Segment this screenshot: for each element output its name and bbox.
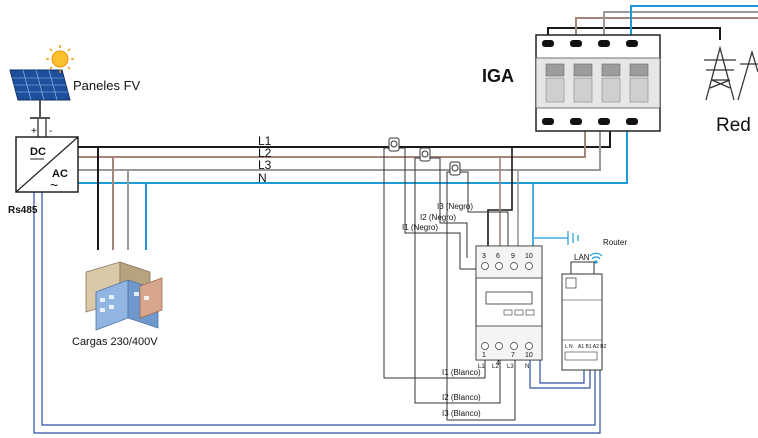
- line-l1: [78, 128, 611, 148]
- ct-wires-negro: [399, 147, 509, 270]
- ct-wire-i3-negro: [460, 171, 509, 258]
- meter-bottom-terminal-1: 1: [482, 352, 486, 359]
- rs485-label: Rs485: [8, 205, 38, 216]
- red-label: Red: [716, 115, 751, 136]
- ct-label-i2-blanco: I2 (Blanco): [442, 393, 481, 402]
- meter-phase-l2: L2: [492, 364, 499, 370]
- line-n: [78, 128, 628, 184]
- ct-wire-i3-blanco: [446, 171, 516, 421]
- line-l3: [78, 128, 601, 171]
- pv-plus-label: +: [31, 126, 37, 137]
- meter-top-terminal-4: 10: [525, 253, 533, 260]
- ct-clamp-l3: [449, 161, 461, 176]
- rs485-wire-2: [41, 192, 596, 426]
- rs485-bus: [33, 192, 601, 434]
- ct-label-i3-negro: I3 (Negro): [437, 202, 473, 211]
- ground-symbol: [534, 231, 579, 245]
- pv-label: Paneles FV: [73, 78, 141, 93]
- main-power-lines: [78, 128, 628, 184]
- line-label-l3: L3: [258, 158, 272, 172]
- line-label-n: N: [258, 171, 267, 185]
- router-label: Router: [603, 238, 627, 247]
- grid-line-2: [575, 17, 758, 37]
- meter-bottom-terminal-2: 4: [496, 360, 500, 367]
- ct-clamps: [388, 137, 461, 176]
- meter-phase-n: N: [525, 364, 529, 370]
- grid-line-1: [547, 27, 721, 40]
- ct-wire-i2-blanco: [414, 157, 501, 404]
- line-label-l2: L2: [258, 146, 272, 160]
- ct-wires-blanco: [383, 147, 516, 421]
- ct-wire-i1-blanco: [383, 147, 486, 379]
- gateway-device: L N A1 B1 A2 B2: [561, 273, 607, 371]
- meter-phase-l1: L1: [478, 364, 485, 370]
- loads-label: Cargas 230/400V: [72, 336, 158, 348]
- iga-breaker: [535, 34, 661, 132]
- ct-label-i3-blanco: I3 (Blanco): [442, 409, 481, 418]
- meter-bottom-terminal-3: 7: [511, 352, 515, 359]
- sun-icon: [46, 45, 74, 73]
- meter-top-terminal-3: 9: [511, 253, 515, 260]
- load-drops: [97, 147, 147, 250]
- buildings-icon: [85, 261, 163, 331]
- grid-line-3: [603, 11, 758, 37]
- gateway-ln-label: L N: [565, 344, 573, 350]
- grid-line-n: [630, 5, 758, 37]
- line-label-l1: L1: [258, 134, 272, 148]
- meter-top-terminal-2: 6: [496, 253, 500, 260]
- ct-label-i2-negro: I2 (Negro): [420, 213, 456, 222]
- solar-panel: [9, 69, 71, 119]
- ct-clamp-l2: [419, 147, 431, 162]
- pv-minus-label: -: [49, 126, 52, 137]
- meter-phase-l3: L3: [507, 364, 514, 370]
- gateway-ab-label: A1 B1 A2 B2: [578, 344, 607, 350]
- energy-meter: 3 6 9 10 1 4 7 10: [475, 245, 543, 367]
- ct-label-i1-negro: I1 (Negro): [402, 223, 438, 232]
- meter-n-to-gateway-2: [539, 360, 585, 384]
- line-l2: [78, 128, 586, 158]
- meter-voltage-drops: [487, 147, 534, 258]
- rs485-wire-1: [33, 192, 601, 434]
- lan-cable: [570, 261, 595, 274]
- ct-wire-i1-negro: [399, 147, 476, 270]
- wifi-icon: [589, 252, 603, 264]
- lan-label: LAN: [574, 253, 590, 262]
- ct-clamp-l1: [388, 137, 400, 152]
- inverter-ac-label: AC: [52, 168, 68, 180]
- ct-label-i1-blanco: I1 (Blanco): [442, 368, 481, 377]
- meter-n-to-gateway: [529, 360, 591, 389]
- meter-top-terminal-1: 3: [482, 253, 486, 260]
- inverter: DC AC ~ + -: [15, 118, 79, 193]
- meter-bottom-terminal-4: 10: [525, 352, 533, 359]
- iga-label: IGA: [482, 66, 514, 86]
- inverter-dc-label: DC: [30, 146, 46, 158]
- ct-wire-i2-negro: [430, 157, 468, 258]
- pylon-icon: [704, 45, 758, 101]
- grid-feed-lines: [547, 5, 758, 40]
- inverter-tilde: ~: [50, 177, 58, 193]
